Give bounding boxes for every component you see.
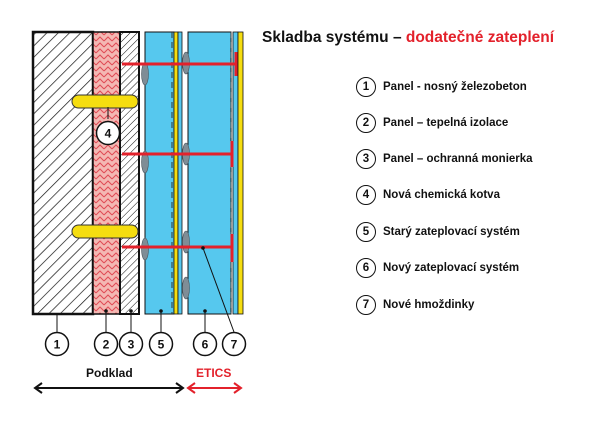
callout-leaders [56,246,235,333]
callout-number-6: 6 [202,338,209,352]
legend-number: 3 [356,149,376,169]
title-prefix: Skladba systému – [262,29,406,46]
layer-new-render-yellow [237,31,244,315]
legend-label: Nová chemická kotva [383,189,500,201]
callout-number-1: 1 [54,338,61,352]
legend-number: 2 [356,113,376,133]
legend-item: 2 Panel – tepelná izolace [356,112,508,134]
title-accent: dodatečné zateplení [405,29,555,46]
etics-arrow [186,382,243,394]
layer-protective-mesh [119,31,140,315]
podklad-label: Podklad [86,366,133,380]
callout-6: 6 [192,331,218,357]
adhesive-dabs [141,51,190,300]
legend-item: 3 Panel – ochranná monierka [356,148,533,170]
callout-5: 5 [148,331,174,357]
callout-3: 3 [118,331,144,357]
layer-old-render-yellow [173,31,179,315]
legend-item: 5 Starý zateplovací systém [356,221,520,243]
callout-number-5: 5 [158,338,165,352]
legend-label: Panel - nosný železobeton [383,81,527,93]
legend-label: Panel – tepelná izolace [383,117,509,129]
layer-old-render [177,31,183,315]
legend-label: Nové hmoždinky [383,299,475,311]
layer-concrete [31,30,95,316]
callout-number-3: 3 [128,338,135,352]
legend-item: 4 Nová chemická kotva [356,184,500,206]
callout-7: 7 [221,331,247,357]
callout-1: 1 [44,331,70,357]
legend-number: 5 [356,222,376,242]
page-title: Skladba systému – dodatečné zateplení [262,29,554,47]
layer-panel-insulation-pattern [92,31,121,315]
legend-number: 4 [356,185,376,205]
layer-new-insulation [187,31,232,315]
callout-number-2: 2 [103,338,110,352]
legend-label: Panel – ochranná monierka [383,153,533,165]
callout-circle-4 [95,120,121,146]
legend-label: Nový zateplovací systém [383,262,520,274]
callout-number-4: 4 [105,127,112,141]
etics-label: ETICS [196,366,232,380]
layer-old-insulation [144,31,175,315]
legend-item: 1 Panel - nosný železobeton [356,76,527,98]
chemical-anchors [71,94,139,239]
legend-item: 7 Nové hmoždinky [356,294,474,316]
callout-number-7: 7 [231,338,238,352]
legend-number: 1 [356,77,376,97]
new-dowels [122,52,238,262]
legend-label: Starý zateplovací systém [383,226,520,238]
legend-number: 6 [356,258,376,278]
callout-2: 2 [93,331,119,357]
legend-number: 7 [356,295,376,315]
legend-item: 6 Nový zateplovací systém [356,257,519,279]
podklad-arrow [33,382,185,394]
